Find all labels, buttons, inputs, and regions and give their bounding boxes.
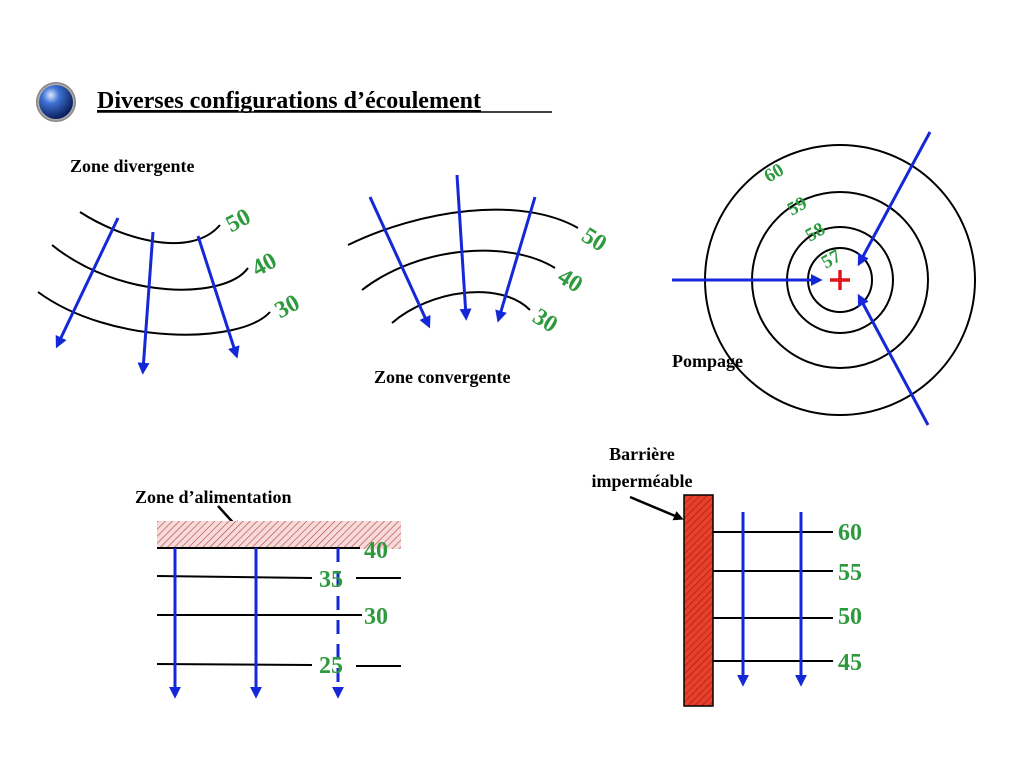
pumping-label-57: 57 bbox=[818, 245, 845, 273]
convergent-isoline-50 bbox=[347, 208, 579, 246]
divergent-flow-arrow bbox=[137, 231, 155, 375]
barrier-label-line2: imperméable bbox=[592, 471, 693, 491]
convergent-zone: 50 40 30 Zone convergente bbox=[347, 174, 611, 387]
divergent-label-40: 40 bbox=[248, 248, 281, 282]
convergent-flow-arrow bbox=[455, 174, 472, 321]
pumping-label-59: 59 bbox=[784, 193, 811, 221]
barrier-label-50: 50 bbox=[838, 604, 862, 630]
convergent-isoline-40 bbox=[361, 249, 556, 291]
recharge-label-40: 40 bbox=[364, 538, 388, 564]
divergent-label: Zone divergente bbox=[70, 156, 194, 176]
divergent-label-50: 50 bbox=[222, 204, 255, 238]
divergent-isoline-30 bbox=[37, 291, 271, 336]
convergent-label: Zone convergente bbox=[374, 367, 510, 387]
page-title: Diverses configurations d’écoulement bbox=[97, 88, 481, 114]
pump-plus-icon bbox=[830, 270, 850, 290]
recharge-label: Zone d’alimentation bbox=[135, 487, 292, 507]
recharge-hatched-zone bbox=[157, 521, 401, 549]
convergent-label-40: 40 bbox=[553, 264, 587, 299]
title-bullet-icon bbox=[36, 82, 76, 122]
convergent-isoline-30 bbox=[391, 291, 531, 324]
recharge-label-30: 30 bbox=[364, 604, 388, 630]
divergent-flow-arrow bbox=[196, 235, 240, 359]
recharge-isoline-25 bbox=[156, 663, 313, 666]
barrier-label-line1: Barrière bbox=[609, 444, 675, 464]
recharge-zone: Zone d’alimentation 40 35 30 25 bbox=[135, 487, 401, 699]
pumping-label-58: 58 bbox=[802, 219, 829, 247]
divergent-isoline-40 bbox=[51, 244, 249, 291]
divergent-zone: Zone divergente 50 40 30 bbox=[37, 156, 304, 375]
barrier-label-55: 55 bbox=[838, 560, 862, 586]
barrier-label-60: 60 bbox=[838, 520, 862, 546]
pumping-zone: 60 59 58 57 Pompage bbox=[672, 131, 976, 426]
recharge-label-25: 25 bbox=[319, 653, 343, 679]
convergent-flow-arrow bbox=[368, 196, 431, 329]
barrier-label-45: 45 bbox=[838, 650, 862, 676]
recharge-isoline-35 bbox=[156, 575, 313, 579]
pumping-label-60: 60 bbox=[761, 160, 788, 188]
convergent-flow-arrow bbox=[495, 196, 537, 323]
pumping-label: Pompage bbox=[672, 351, 743, 371]
convergent-label-30: 30 bbox=[528, 304, 562, 339]
pumping-flow-arrow bbox=[857, 293, 930, 426]
recharge-label-35: 35 bbox=[319, 567, 343, 593]
impermeable-barrier-wall bbox=[683, 494, 714, 707]
barrier-zone: Barrière imperméable 60 55 50 45 bbox=[592, 444, 862, 707]
divergent-label-30: 30 bbox=[271, 290, 304, 324]
pumping-flow-arrow bbox=[857, 131, 932, 267]
barrier-pointer-arrow bbox=[629, 495, 684, 521]
divergent-flow-arrow bbox=[55, 217, 120, 349]
convergent-label-50: 50 bbox=[577, 223, 611, 258]
